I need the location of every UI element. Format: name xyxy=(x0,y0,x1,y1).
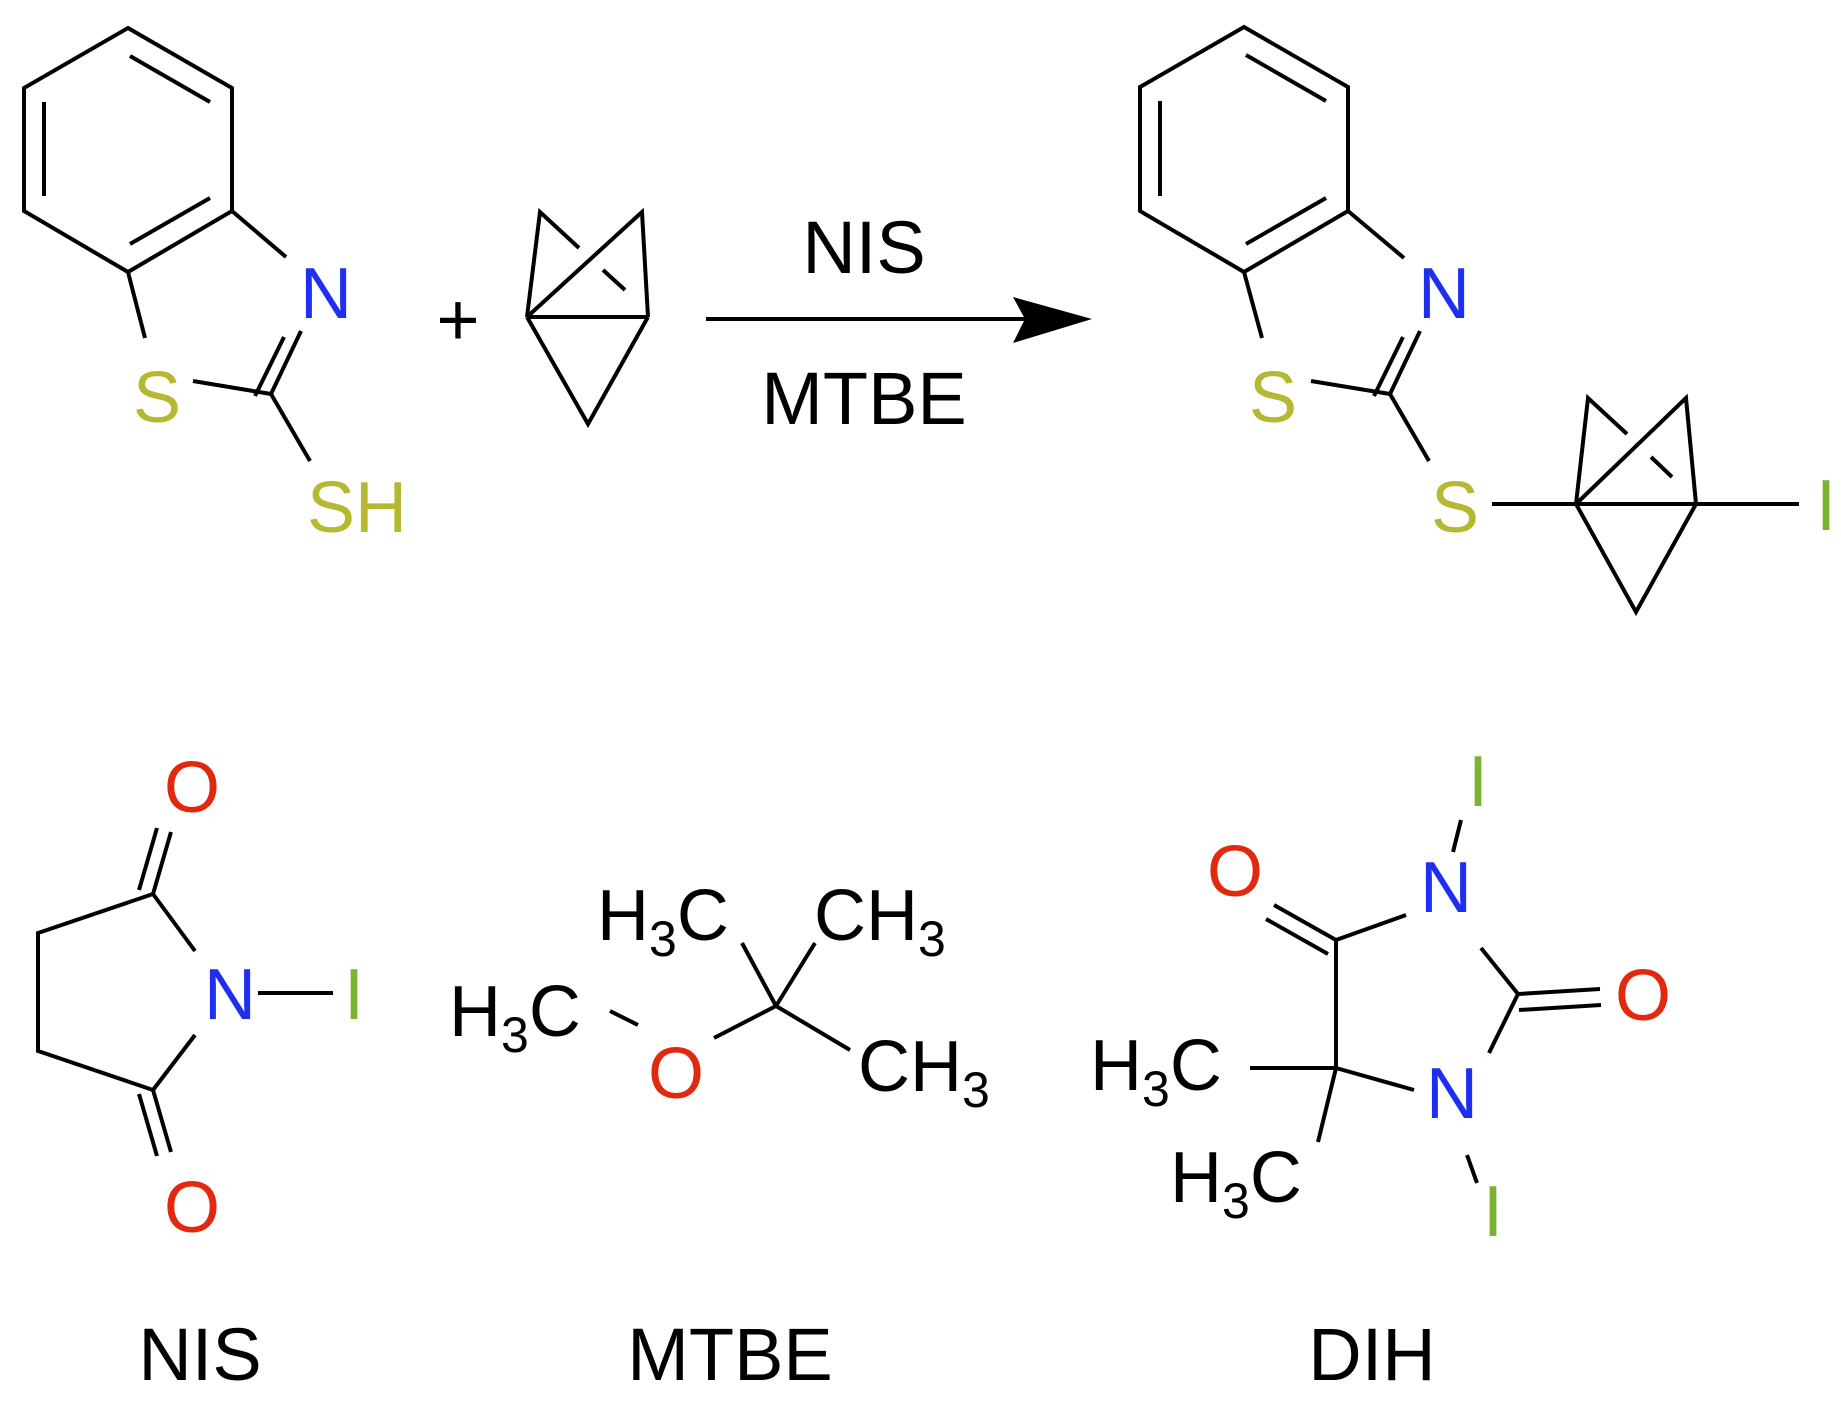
reaction-arrow: NIS MTBE xyxy=(706,206,1092,440)
nis-structure: O O N I NIS xyxy=(36,748,364,1396)
thiazole-ring-bonds xyxy=(126,209,303,397)
nis-carbonyl-bonds xyxy=(137,827,173,1157)
product-atom-s-link: S xyxy=(1431,468,1479,548)
product-bcp-cage-bonds xyxy=(1574,393,1698,617)
dih-structure: I N O O N I H3C H3C DIH xyxy=(1090,742,1671,1396)
c-sh-bond xyxy=(269,392,312,463)
solvent-label: MTBE xyxy=(761,357,967,440)
mtbe-atom-o: O xyxy=(648,1034,704,1114)
dih-n-i-bonds xyxy=(1451,819,1479,1184)
mtbe-ch3-top: CH3 xyxy=(814,876,946,967)
atom-sh: SH xyxy=(307,468,407,548)
dih-ring-bonds xyxy=(1334,913,1520,1092)
arrow-head xyxy=(1013,297,1092,343)
product-benzene-inner-double-bonds xyxy=(1158,53,1327,246)
dih-caption: DIH xyxy=(1308,1313,1435,1396)
atom-n: N xyxy=(300,254,352,334)
mtbe-caption: MTBE xyxy=(627,1313,833,1396)
nis-caption: NIS xyxy=(138,1313,261,1396)
dih-carbonyl-bonds xyxy=(1265,903,1602,1012)
nis-atom-o-bottom: O xyxy=(164,1168,220,1248)
nis-atom-n: N xyxy=(204,955,256,1035)
nis-atom-i: I xyxy=(344,955,364,1035)
mtbe-h3c-left: H3C xyxy=(449,972,581,1063)
dih-h3c-mid: H3C xyxy=(1090,1026,1222,1117)
benzene-inner-double-bonds xyxy=(42,54,211,246)
mtbe-ch3-right: CH3 xyxy=(858,1027,990,1118)
product-atom-s-ring: S xyxy=(1249,358,1297,438)
product-atom-n: N xyxy=(1418,254,1470,334)
reagent-label: NIS xyxy=(802,206,925,289)
dih-atom-o-left: O xyxy=(1207,832,1263,912)
dih-atom-n-top: N xyxy=(1420,848,1472,928)
benzene-ring-bonds xyxy=(22,25,234,275)
atom-s-ring: S xyxy=(133,358,181,438)
product: N S S I xyxy=(1138,24,1836,617)
mtbe-structure: H3C CH3 H3C O CH3 MTBE xyxy=(449,876,990,1396)
nis-ring-bonds xyxy=(36,892,197,1092)
dih-methyl-bonds xyxy=(1250,1066,1338,1143)
product-c-s-bond xyxy=(1388,392,1431,463)
mtbe-h3c-top: H3C xyxy=(597,876,729,967)
product-atom-i: I xyxy=(1816,466,1836,546)
nis-atom-o-top: O xyxy=(164,748,220,828)
mtbe-bonds xyxy=(609,941,852,1052)
reactant-propellane xyxy=(525,207,650,429)
reactant-mercaptobenzothiazole: N S SH xyxy=(22,25,407,548)
dih-atom-i-bottom: I xyxy=(1483,1172,1503,1252)
dih-atom-i-top: I xyxy=(1468,742,1488,822)
plus-sign: + xyxy=(436,278,479,361)
dih-atom-o-right: O xyxy=(1615,956,1671,1036)
product-benzene-ring-bonds xyxy=(1138,24,1350,275)
product-thiazole-ring-bonds xyxy=(1242,209,1422,397)
propellane-bonds xyxy=(525,207,650,429)
dih-h3c-low: H3C xyxy=(1170,1138,1302,1229)
dih-atom-n-bottom: N xyxy=(1426,1054,1478,1134)
